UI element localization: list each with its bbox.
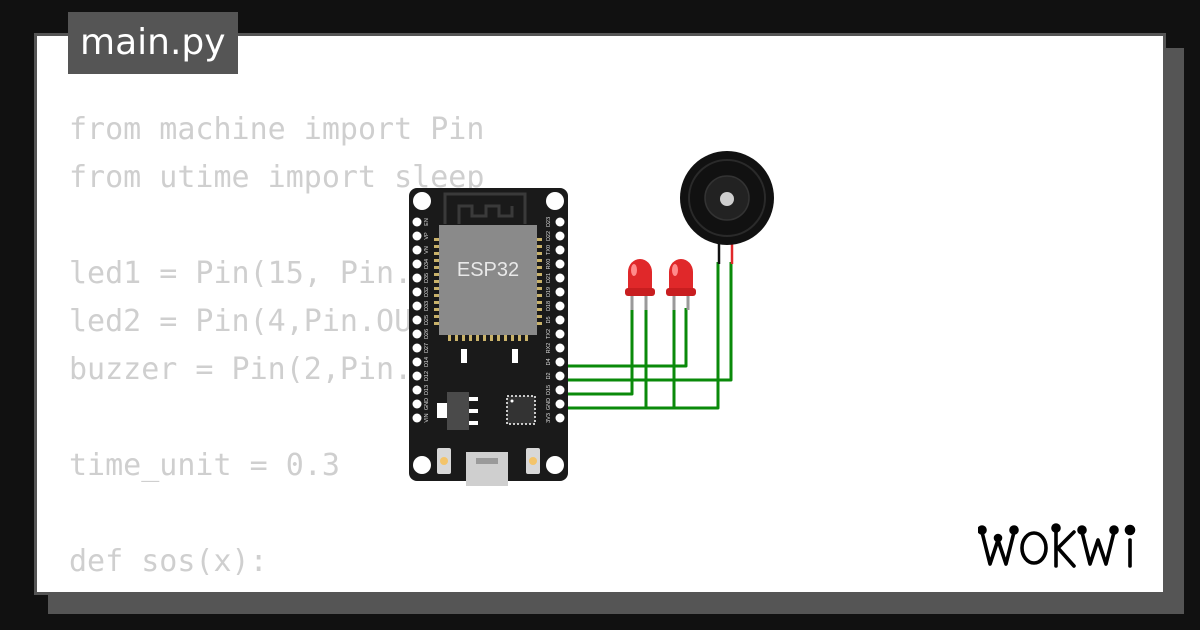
pin-label: VP — [424, 232, 430, 240]
mount-hole — [546, 192, 564, 210]
pin-label: TX0 — [546, 245, 552, 255]
esp32-board[interactable]: ESP32 — [409, 188, 568, 486]
pin-label: D25 — [424, 315, 430, 325]
pin-label: RX0 — [546, 259, 552, 270]
usb-serial-chip — [506, 395, 536, 425]
pin-label: D12 — [424, 371, 430, 381]
wire-buzzer-gnd — [561, 262, 720, 410]
wire-led2-anode — [561, 308, 688, 368]
pin-label: EN — [424, 218, 430, 226]
voltage-regulator — [437, 392, 478, 430]
module-pads — [434, 238, 542, 341]
pin-label: VIN — [424, 413, 430, 422]
pin-label: D18 — [546, 301, 552, 311]
pin-label: RX2 — [546, 343, 552, 354]
pin-label: D27 — [424, 343, 430, 353]
wokwi-logo — [978, 523, 1136, 568]
code-line: from machine import Pin — [69, 112, 485, 147]
pin-label: TX2 — [546, 329, 552, 339]
pin-label: D22 — [546, 231, 552, 241]
reset-button[interactable] — [526, 448, 540, 474]
pin-label: D2 — [546, 372, 552, 379]
code-line: time_unit = 0.3 — [69, 448, 340, 483]
esp32-chip-label: ESP32 — [457, 259, 519, 281]
pin-label: GND — [424, 398, 430, 410]
wires — [561, 262, 733, 410]
pin-label: D19 — [546, 287, 552, 297]
pin-label: D13 — [424, 385, 430, 395]
pin-label: D21 — [546, 273, 552, 283]
boot-button[interactable] — [437, 448, 451, 474]
mount-hole — [546, 456, 564, 474]
file-tab[interactable]: main.py — [68, 12, 238, 74]
pin-label: D34 — [424, 259, 430, 269]
code-line: led2 = Pin(4,Pin.OUT) — [69, 304, 449, 339]
led-2[interactable] — [666, 259, 696, 310]
left-pin-header — [412, 217, 422, 423]
pin-label: D23 — [546, 217, 552, 227]
mount-hole — [413, 192, 431, 210]
wire-led-gnd-2 — [646, 308, 676, 410]
pin-label: GND — [546, 398, 552, 410]
led-1[interactable] — [625, 259, 655, 310]
pin-label: D26 — [424, 329, 430, 339]
pin-label: D15 — [546, 385, 552, 395]
smd-resistor — [512, 349, 518, 363]
buzzer[interactable] — [680, 151, 774, 264]
pin-label: D32 — [424, 287, 430, 297]
pin-label: D4 — [546, 358, 552, 365]
wire-led1-cathode — [561, 308, 634, 396]
pin-label: D35 — [424, 273, 430, 283]
mount-hole — [413, 456, 431, 474]
right-pin-labels: D23 D22 TX0 RX0 D21 D19 D18 D5 TX2 RX2 D… — [546, 217, 552, 423]
esp32-module — [439, 225, 537, 335]
pin-label: VN — [424, 246, 430, 254]
wire-buzzer-positive — [561, 262, 733, 382]
left-pin-labels: EN VP VN D34 D35 D32 D33 D25 D26 D27 D14… — [424, 218, 430, 422]
usb-port — [466, 452, 508, 486]
antenna-trace — [443, 192, 527, 224]
right-pin-header — [555, 217, 565, 423]
pin-label: 3V3 — [546, 413, 552, 423]
pin-label: D33 — [424, 301, 430, 311]
pin-label: D5 — [546, 316, 552, 323]
code-line: def sos(x): — [69, 544, 268, 579]
pin-label: D14 — [424, 357, 430, 367]
smd-resistor — [461, 349, 467, 363]
